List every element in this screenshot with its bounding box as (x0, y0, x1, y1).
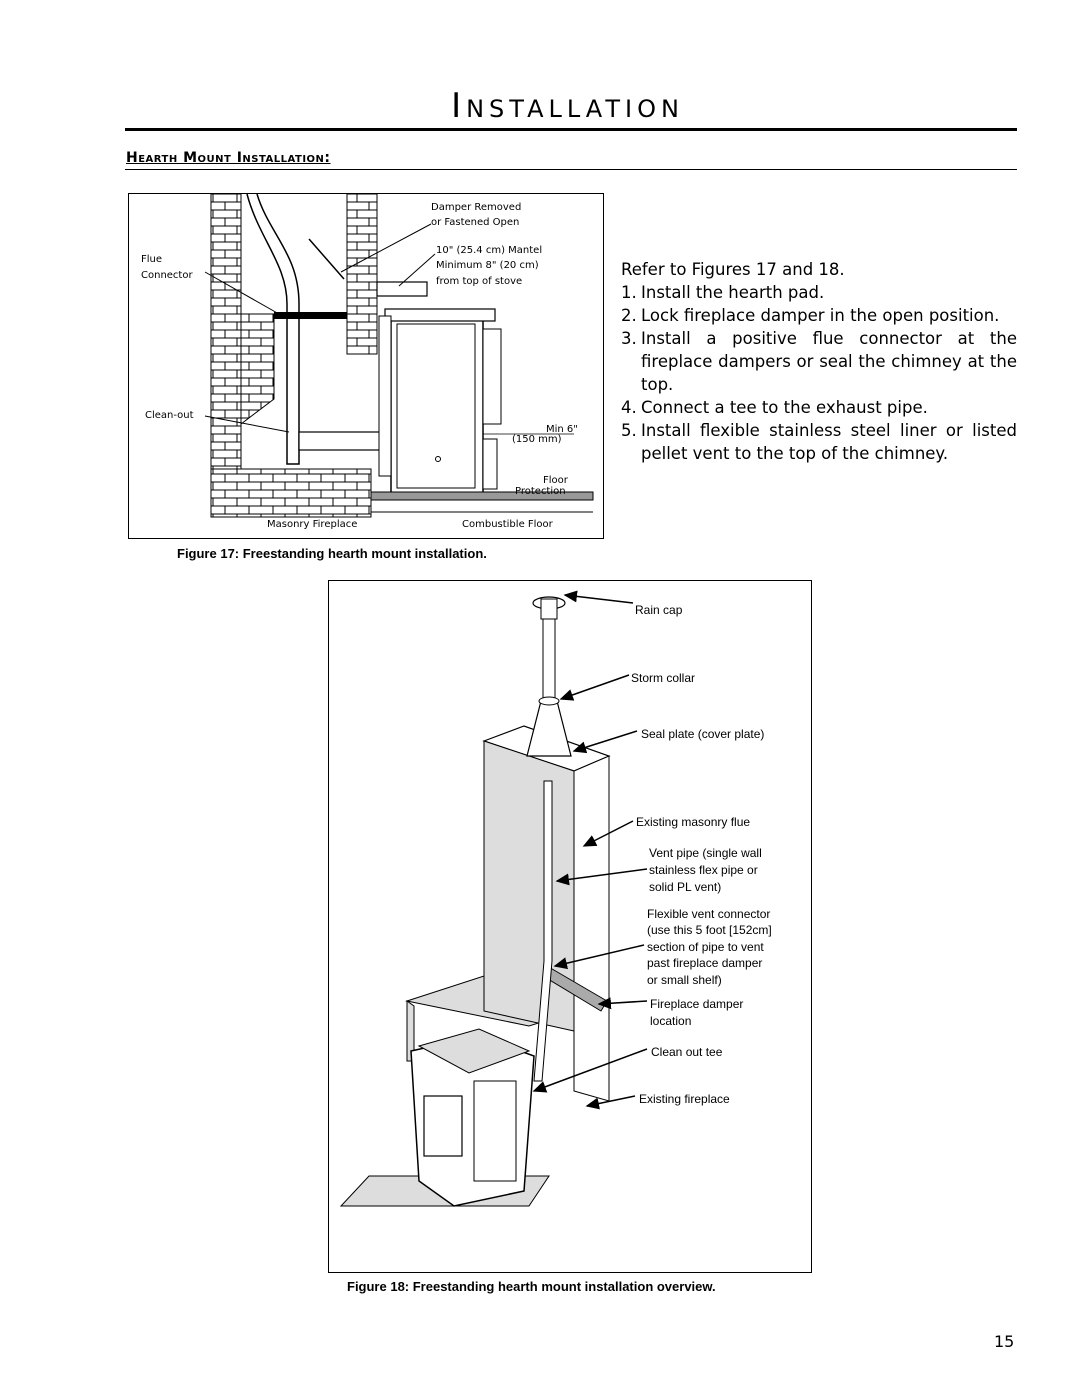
label-vent-pipe-2: stainless flex pipe or (649, 863, 758, 877)
storm-collar (526, 700, 572, 757)
flue-liner (246, 194, 300, 465)
instructions-intro: Refer to Figures 17 and 18. (621, 260, 845, 279)
label-damper-2: or Fastened Open (431, 217, 519, 228)
label-masonry-flue: Existing masonry flue (636, 815, 750, 829)
label-vent-pipe-1: Vent pipe (single wall (649, 846, 762, 860)
list-item: 3.Install a positive flue connector at t… (621, 329, 1017, 394)
figure-18-caption: Figure 18: Freestanding hearth mount ins… (347, 1279, 716, 1294)
page-number: 15 (994, 1332, 1015, 1351)
label-floor-2: Protection (515, 486, 566, 497)
chimney-side (573, 755, 610, 1102)
figure-17-caption: Figure 17: Freestanding hearth mount ins… (177, 546, 487, 561)
list-item: 4.Connect a tee to the exhaust pipe. (621, 398, 928, 417)
label-damper-1: Fireplace damper (650, 997, 743, 1011)
section-rule (125, 169, 1017, 170)
label-flex-4: past fireplace damper (647, 956, 762, 970)
stove (378, 308, 502, 495)
list-item: 2.Lock fireplace damper in the open posi… (621, 306, 1000, 325)
label-floor-1: Floor (543, 475, 569, 486)
masonry-hearth (210, 468, 372, 518)
chimney-front (483, 740, 575, 1032)
figure-17-diagram: Damper Removed or Fastened Open 10" (25.… (128, 193, 604, 539)
label-min-2: (150 mm) (512, 434, 562, 445)
figure-18-drawing: Rain cap Storm collar Seal plate (cover … (339, 590, 772, 1207)
label-rain-cap: Rain cap (635, 603, 683, 617)
masonry-left-wall (210, 194, 242, 518)
label-flex-3: section of pipe to vent (647, 940, 764, 954)
flue-connector-seal (274, 312, 347, 319)
label-flex-5: or small shelf) (647, 973, 722, 987)
label-storm-collar: Storm collar (631, 671, 695, 685)
label-seal-plate: Seal plate (cover plate) (641, 727, 764, 741)
section-heading: Hearth Mount Installation: (126, 150, 331, 166)
pellet-stove (410, 1028, 535, 1207)
label-damper-1: Damper Removed (431, 202, 521, 213)
label-existing-fireplace: Existing fireplace (639, 1092, 730, 1106)
label-flex-2: (use this 5 foot [152cm] (647, 923, 772, 937)
label-masonry: Masonry Fireplace (267, 519, 357, 530)
label-mantel-3: from top of stove (436, 276, 522, 287)
label-cleanout-tee: Clean out tee (651, 1045, 723, 1059)
label-damper-2: location (650, 1014, 691, 1028)
chimney-breast (346, 194, 378, 355)
label-flue-2: Connector (141, 270, 193, 281)
list-item: 5.Install flexible stainless steel liner… (621, 421, 1017, 463)
label-cleanout: Clean-out (145, 410, 194, 421)
label-combustible: Combustible Floor (462, 519, 554, 530)
label-flue-1: Flue (141, 254, 162, 265)
instruction-list: 1.Install the hearth pad. 2.Lock firepla… (620, 281, 1017, 465)
label-flex-1: Flexible vent connector (647, 907, 770, 921)
floor-protection (370, 491, 594, 501)
label-mantel-1: 10" (25.4 cm) Mantel (436, 245, 542, 256)
figure-18-diagram: Rain cap Storm collar Seal plate (cover … (328, 580, 812, 1273)
label-mantel-2: Minimum 8" (20 cm) (436, 260, 539, 271)
mantel (376, 281, 428, 297)
title-rule (125, 128, 1017, 131)
instructions: Refer to Figures 17 and 18. 1.Install th… (620, 258, 1017, 465)
label-min-1: Min 6" (546, 424, 578, 435)
page-title: Installation (451, 86, 684, 126)
figure-17-drawing: Damper Removed or Fastened Open 10" (25.… (141, 194, 594, 530)
label-vent-pipe-3: solid PL vent) (649, 880, 721, 894)
list-item: 1.Install the hearth pad. (621, 283, 825, 302)
